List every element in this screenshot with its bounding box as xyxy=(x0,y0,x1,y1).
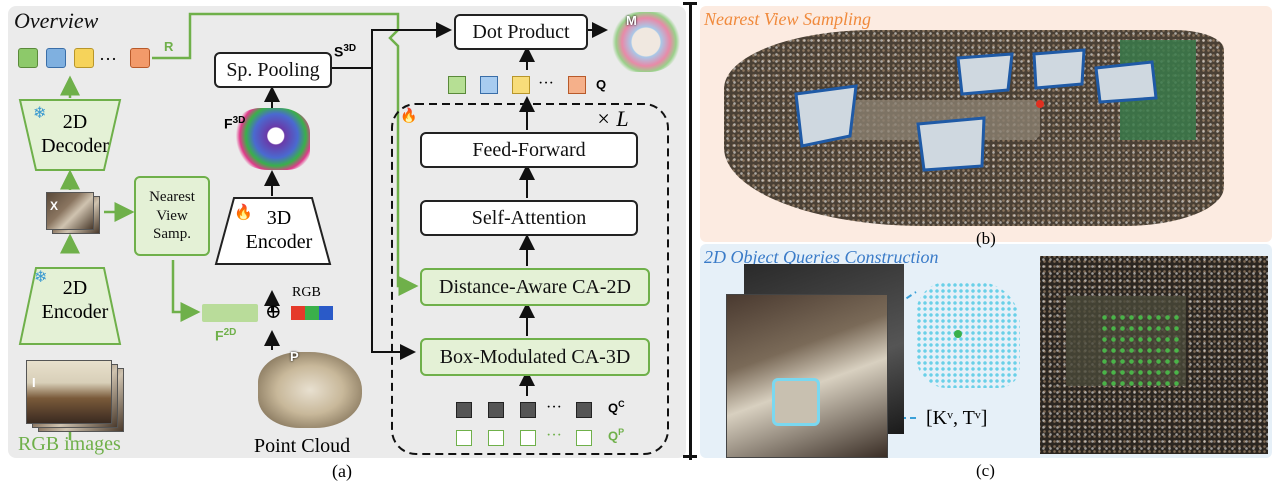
qp-cube xyxy=(488,430,504,446)
qc-cube xyxy=(456,402,472,418)
qp-ellipsis: ··· xyxy=(546,427,562,444)
nearest-view-title: Nearest View Sampling xyxy=(704,9,871,29)
box-modulated-ca3d-box: Box-Modulated CA-3D xyxy=(420,338,650,376)
output-square-green xyxy=(18,48,38,68)
object-point-cluster xyxy=(916,282,1020,388)
concat-symbol: ⊕ xyxy=(265,301,282,323)
output-square-blue xyxy=(46,48,66,68)
qc-cube xyxy=(488,402,504,418)
chair-highlight xyxy=(772,378,820,426)
rgb-images-label: RGB images xyxy=(18,433,121,455)
encoder-2d-label: 2D Encoder xyxy=(41,277,109,323)
output-square-orange xyxy=(130,48,150,68)
camera-params-label: [Kᵛ, Tᵛ] xyxy=(926,407,988,429)
sp-pooling-box: Sp. Pooling xyxy=(214,52,332,88)
query-ellipsis: ··· xyxy=(538,75,554,92)
point-cloud-label: Point Cloud xyxy=(254,435,351,457)
qp-label: QP xyxy=(608,427,625,444)
query-cube-orange xyxy=(568,76,586,94)
output-square-yellow xyxy=(74,48,94,68)
query-construction-title: 2D Object Queries Construction xyxy=(704,247,939,267)
qc-label: QC xyxy=(608,399,625,416)
rgb-green-cell xyxy=(305,306,319,320)
qc-cube xyxy=(520,402,536,418)
object-center-point xyxy=(954,330,962,338)
mask-output-image xyxy=(612,12,680,72)
f3d-feature-cloud xyxy=(234,108,310,170)
decoder-2d-shape xyxy=(18,99,122,171)
rgb-label: RGB xyxy=(292,285,321,300)
query-cube-blue xyxy=(480,76,498,94)
qc-ellipsis: ··· xyxy=(546,399,562,416)
point-cloud-image xyxy=(258,352,362,428)
topdown-query-points xyxy=(1100,312,1180,392)
output-ellipsis: ··· xyxy=(99,49,117,69)
fire-icon: 🔥 xyxy=(234,205,253,221)
f3d-label: F3D xyxy=(224,115,246,132)
fire-icon: 🔥 xyxy=(400,109,418,124)
encoder-3d-shape xyxy=(214,197,332,265)
qp-cube xyxy=(520,430,536,446)
r-label: R xyxy=(164,39,174,54)
snowflake-icon: ❄ xyxy=(33,105,47,122)
query-cube-yellow xyxy=(512,76,530,94)
caption-a: (a) xyxy=(332,461,352,481)
layer-count-label: × L xyxy=(596,106,629,131)
x-image-front xyxy=(46,192,94,230)
qp-cube xyxy=(576,430,592,446)
caption-c: (c) xyxy=(976,461,995,480)
rgb-blue-cell xyxy=(319,306,333,320)
overview-title: Overview xyxy=(14,8,99,33)
f2d-feature-bar xyxy=(202,304,258,322)
rgb-red-cell xyxy=(291,306,305,320)
feed-forward-box: Feed-Forward xyxy=(420,132,638,168)
divider-tick-bottom xyxy=(683,455,697,458)
distance-aware-ca2d-box: Distance-Aware CA-2D xyxy=(420,268,650,306)
dot-product-box: Dot Product xyxy=(454,14,588,50)
view-image-front xyxy=(726,294,888,458)
i-label: I xyxy=(32,375,36,390)
self-attention-box: Self-Attention xyxy=(420,200,638,236)
s3d-label: S3D xyxy=(334,43,357,60)
m-label: M xyxy=(626,13,637,28)
x-label: X xyxy=(50,199,59,213)
encoder-3d-label: 3D Encoder xyxy=(245,207,313,253)
snowflake-icon: ❄ xyxy=(34,269,48,286)
qc-cube xyxy=(576,402,592,418)
camera-views xyxy=(794,48,1158,172)
divider-tick-top xyxy=(683,2,697,5)
q-label: Q xyxy=(596,77,607,92)
rgb-image-front xyxy=(26,360,112,424)
decoder-2d-label: 2D Decoder xyxy=(41,111,109,157)
panel-divider xyxy=(689,2,692,460)
caption-b: (b) xyxy=(976,229,996,248)
f2d-label: F2D xyxy=(215,327,237,344)
p-label: P xyxy=(290,349,299,364)
qp-cube xyxy=(456,430,472,446)
encoder-2d-shape xyxy=(18,267,122,345)
query-cube-green xyxy=(448,76,466,94)
nearest-view-sampling-box: Nearest View Samp. xyxy=(134,176,210,256)
